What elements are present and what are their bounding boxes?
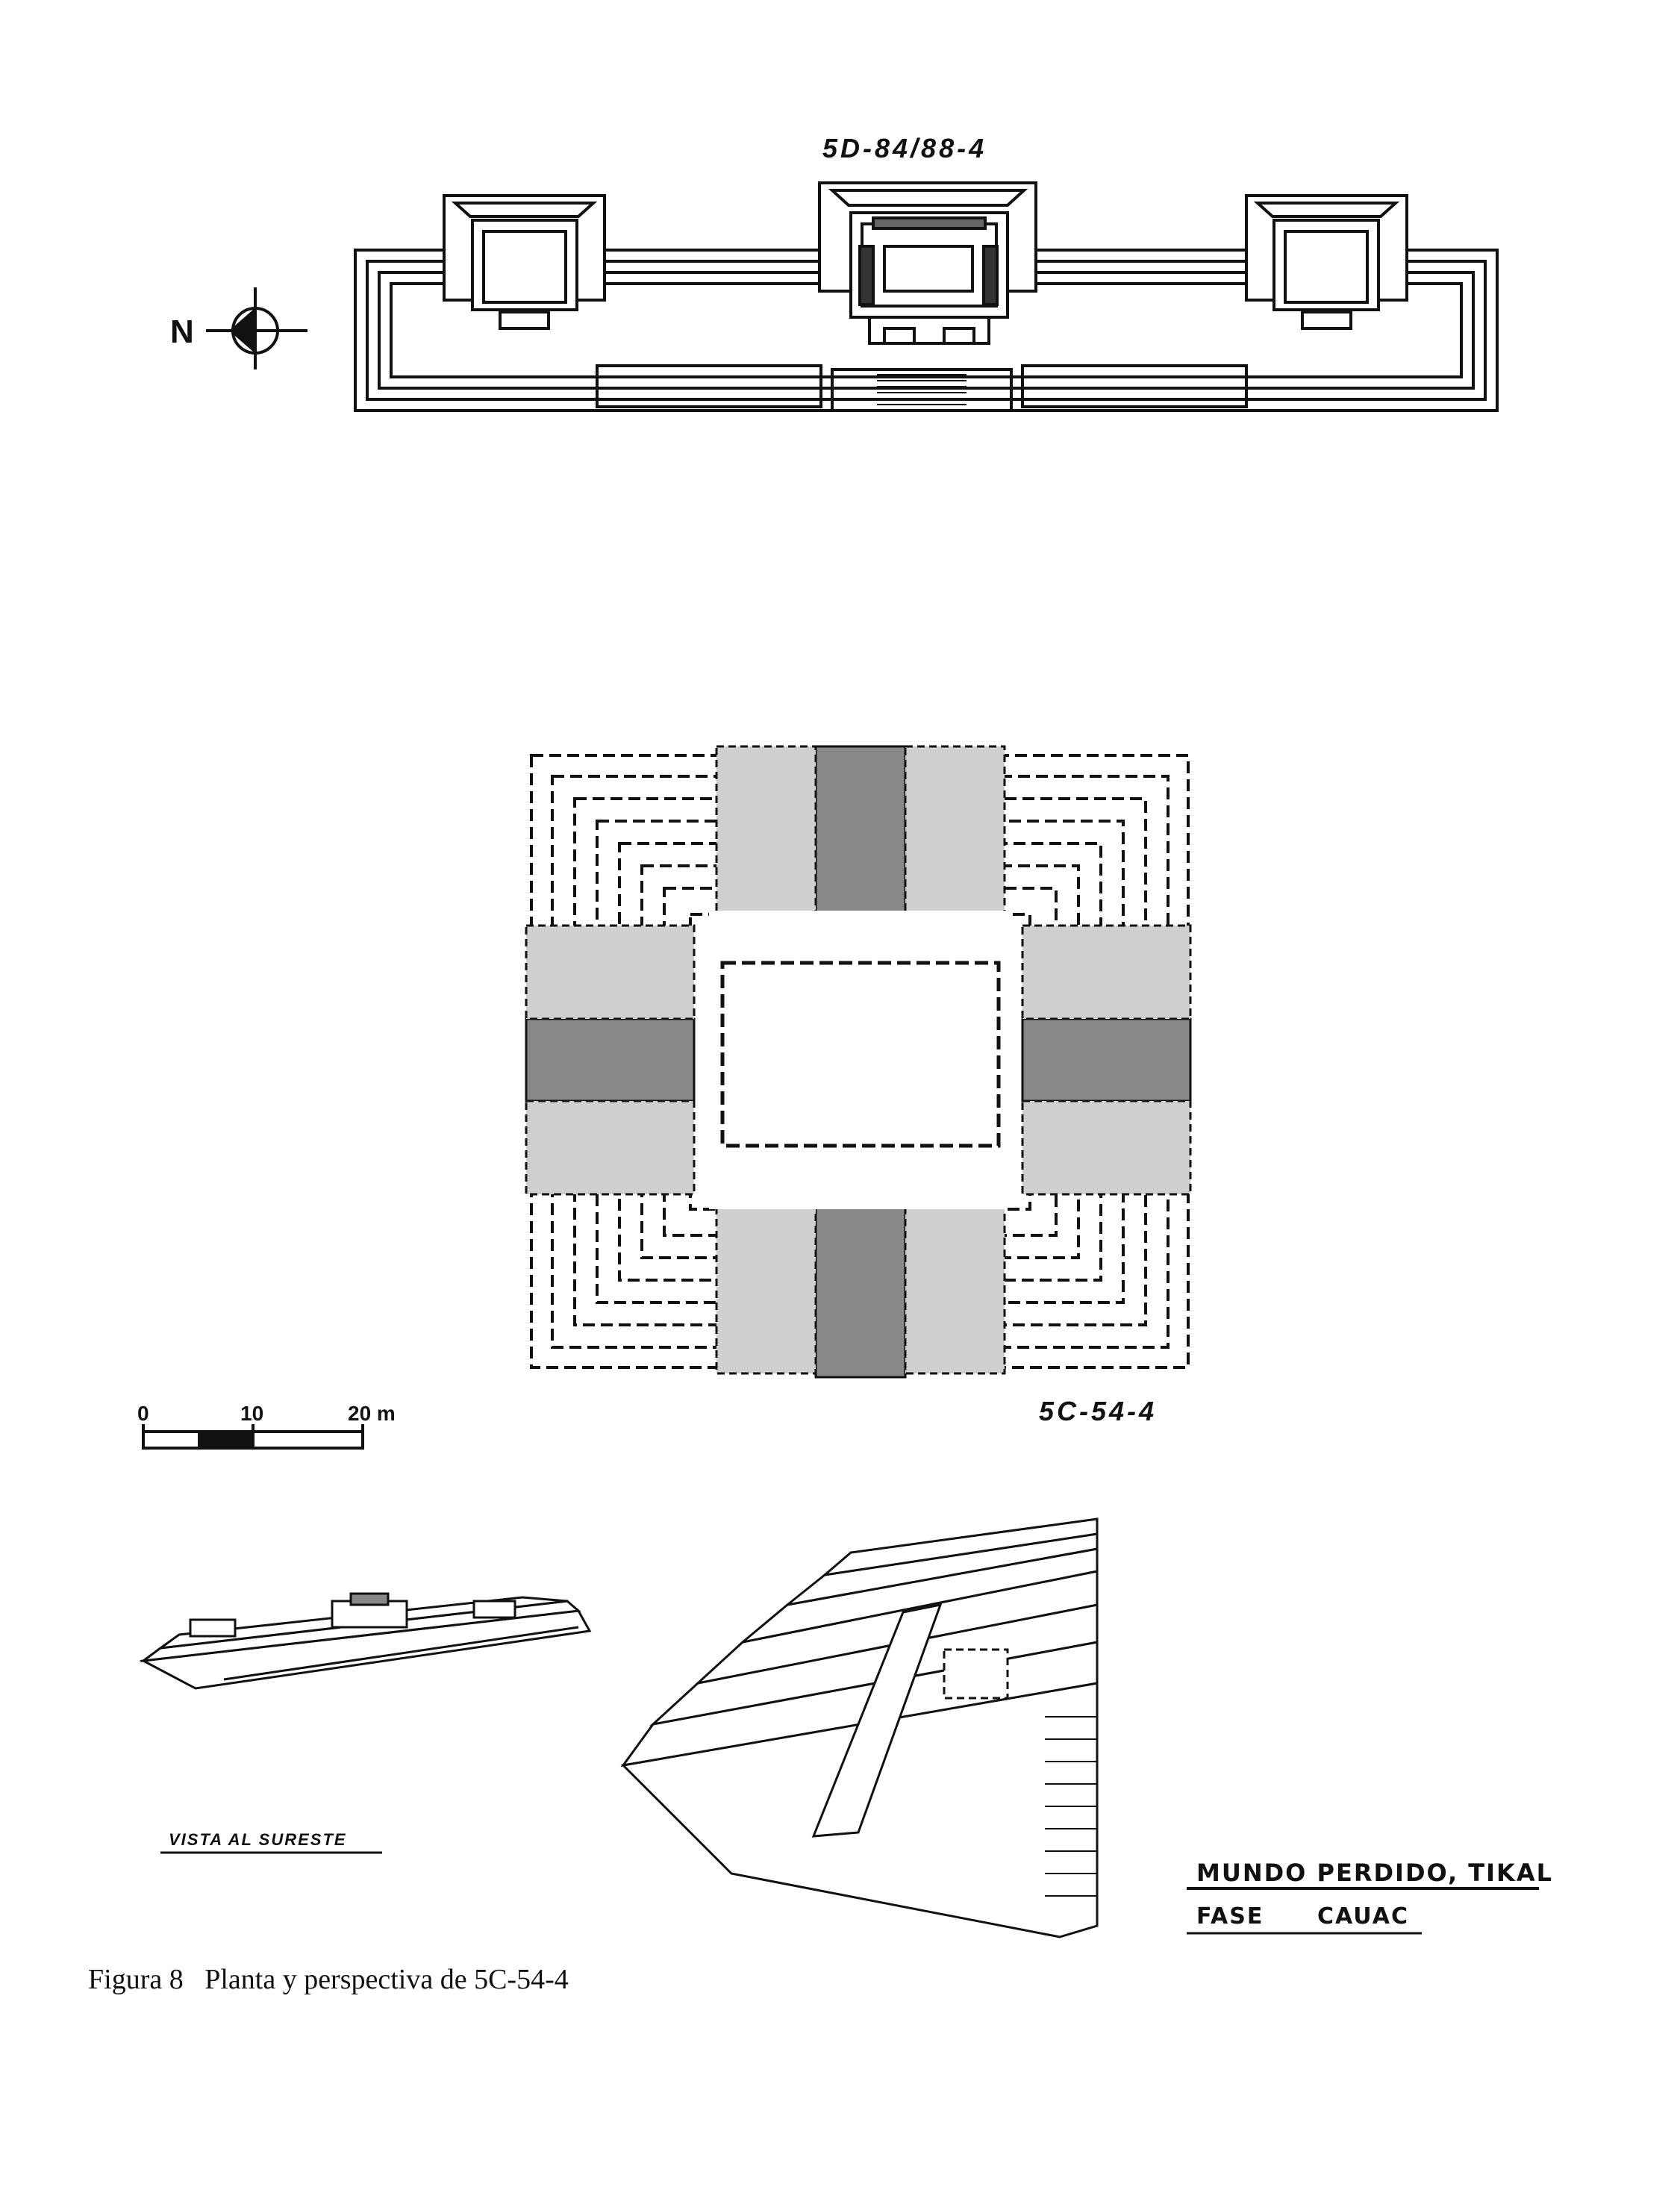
scale-tick-20: 20 m <box>348 1402 396 1425</box>
top-plan-label: 5D-84/88-4 <box>822 133 987 163</box>
main-plan-label: 5C-54-4 <box>1039 1396 1158 1426</box>
southeast-view-label: VISTA AL SURESTE <box>169 1830 347 1849</box>
north-label: N <box>170 313 194 350</box>
scale-tick-0: 0 <box>137 1402 149 1425</box>
title-block-phase-label: FASE <box>1196 1903 1264 1929</box>
title-block-line1: MUNDO PERDIDO, TIKAL <box>1196 1859 1553 1887</box>
scale-tick-10: 10 <box>240 1402 264 1425</box>
title-block-phase-value: CAUAC <box>1317 1903 1409 1929</box>
figure-caption: Figura 8 Planta y perspectiva de 5C-54-4 <box>88 1964 569 1995</box>
